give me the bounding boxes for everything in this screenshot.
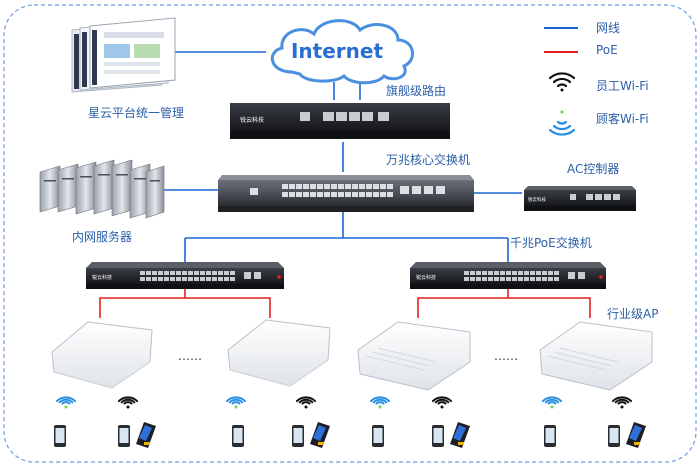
legend [544, 27, 578, 136]
phone-icon [544, 425, 556, 447]
poe-switch-right-icon: 锐云科技 [410, 262, 606, 289]
legend-guest-wifi-label: 顾客Wi-Fi [596, 112, 649, 126]
label-ac-controller: AC控制器 [567, 162, 620, 176]
legend-staff-wifi-label: 员工Wi-Fi [596, 79, 649, 93]
phone-icon [372, 425, 384, 447]
phone-icon [432, 425, 444, 447]
staff-wifi-icon [611, 396, 633, 409]
phone-icon [292, 425, 304, 447]
pos-terminal-icon [310, 422, 330, 448]
legend-poe-label: PoE [596, 43, 618, 57]
access-point-icon [357, 321, 471, 391]
label-router: 旗舰级路由 [386, 84, 447, 98]
legend-guest-wifi-icon [548, 110, 576, 136]
poe-switch-left-icon: 锐云科技 [86, 262, 284, 289]
access-point-icon [539, 321, 653, 391]
poe-switch-right-brand: 锐云科技 [416, 274, 436, 281]
management-console-icon [71, 17, 176, 93]
ac-brand-text: 锐云科技 [528, 196, 546, 203]
internet-cloud-icon [270, 19, 414, 85]
label-management: 星云平台统一管理 [88, 106, 185, 120]
ac-controller-device-icon: 锐云科技 [524, 186, 636, 211]
staff-wifi-icon [117, 396, 139, 409]
internet-label: Internet [291, 39, 383, 63]
wired-links [160, 51, 522, 262]
access-point-icon [51, 321, 153, 389]
staff-wifi-icon [295, 396, 317, 409]
outer-frame [3, 4, 697, 463]
router-brand-text: 锐云科技 [240, 116, 264, 124]
label-ap: 行业级AP [607, 307, 659, 321]
router-device-icon: 锐云科技 [230, 103, 450, 139]
guest-wifi-icon [55, 396, 77, 409]
ellipsis-right: …… [494, 349, 518, 363]
phone-icon [118, 425, 130, 447]
legend-wired-label: 网线 [596, 21, 621, 35]
poe-switch-left-brand: 锐云科技 [92, 274, 112, 281]
label-core-switch: 万兆核心交换机 [386, 153, 471, 167]
access-point-icon [227, 319, 331, 387]
pos-terminal-icon [450, 422, 470, 448]
label-poe-switch: 千兆PoE交换机 [510, 236, 592, 250]
phone-icon [232, 425, 244, 447]
client-devices [54, 396, 646, 448]
poe-links [99, 288, 591, 318]
staff-wifi-icon [431, 396, 453, 409]
pos-terminal-icon [626, 422, 646, 448]
guest-wifi-icon [541, 396, 563, 409]
phone-icon [54, 425, 66, 447]
legend-staff-wifi-icon [548, 72, 576, 92]
ellipsis-left: …… [178, 349, 202, 363]
core-switch-device-icon [218, 175, 474, 212]
phone-icon [608, 425, 620, 447]
guest-wifi-icon [369, 396, 391, 409]
label-servers: 内网服务器 [72, 230, 133, 244]
pos-terminal-icon [136, 422, 156, 448]
server-rack-icon [39, 159, 165, 219]
guest-wifi-icon [225, 396, 247, 409]
